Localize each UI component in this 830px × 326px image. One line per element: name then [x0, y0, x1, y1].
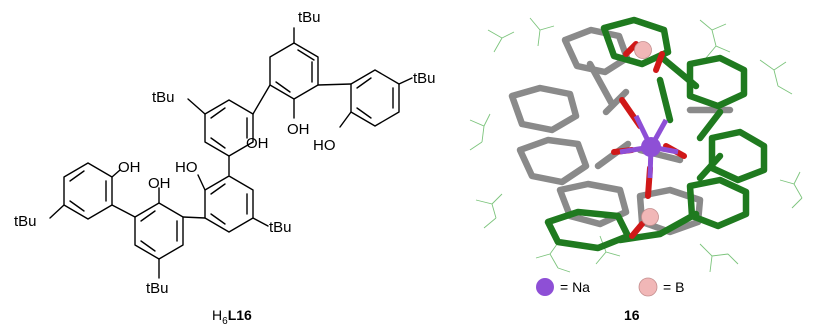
label-ho-right: HO — [313, 137, 336, 154]
boron-atom-bottom — [641, 208, 659, 226]
ligand-caption: H6L16 — [212, 307, 252, 326]
ring-c — [317, 69, 413, 128]
caption-h: H — [212, 307, 222, 323]
ligand-skeletal-structure: tBu tBu tBu OH OH HO OH OH HO tBu tBu tB… — [14, 9, 436, 326]
label-tbu-right-top: tBu — [413, 70, 436, 87]
label-oh-center: OH — [246, 135, 269, 152]
label-ho-mid: HO — [175, 159, 198, 176]
ring-a — [269, 27, 319, 100]
caption-subscript: 6 — [222, 316, 228, 326]
label-oh-center2: OH — [287, 121, 310, 138]
label-tbu-bottom: tBu — [146, 280, 169, 297]
label-tbu-right-low: tBu — [269, 219, 292, 236]
green-framework — [544, 16, 768, 252]
label-oh-left-mid: OH — [148, 175, 171, 192]
complex-caption: 16 — [624, 307, 640, 323]
sodium-atom — [641, 137, 661, 157]
label-tbu-left-mid: tBu — [152, 89, 175, 106]
ring-f — [49, 162, 136, 220]
label-tbu-top: tBu — [298, 9, 321, 26]
label-tbu-far-left: tBu — [14, 213, 37, 230]
b-legend-label: = B — [663, 279, 684, 295]
na-legend-label: = Na — [560, 279, 590, 295]
caption-bold: L16 — [228, 307, 252, 323]
ring-e — [134, 187, 206, 279]
ring-d — [197, 174, 269, 233]
boron-atom-top — [634, 41, 652, 59]
label-oh-left-top: OH — [118, 159, 141, 176]
na-legend-swatch — [536, 278, 554, 296]
b-legend-swatch — [638, 277, 658, 297]
crystal-structure-model: = Na = B 16 — [469, 16, 803, 323]
atom-legend: = Na = B — [536, 277, 684, 297]
ring-b — [187, 84, 271, 176]
